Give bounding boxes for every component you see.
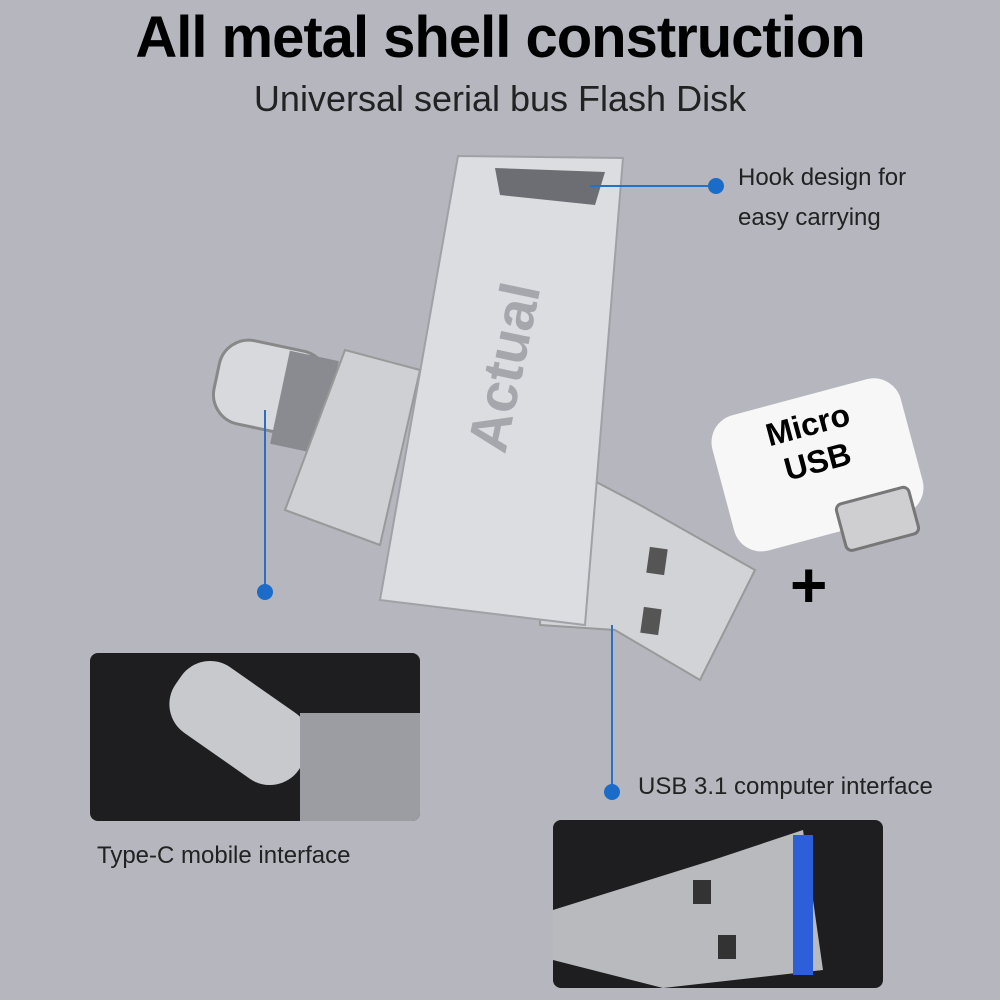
plus-sign: + (790, 549, 828, 621)
hook-label-line2: easy carrying (738, 204, 881, 231)
hook-callout-dot (708, 178, 724, 194)
typec-callout-dot (257, 584, 273, 600)
headline: All metal shell construction (135, 5, 865, 70)
usb-closeup-photo (553, 820, 883, 988)
hook-callout-line (590, 185, 715, 187)
typec-closeup-photo (90, 653, 420, 821)
hook-callout-label: Hook design for easy carrying (738, 158, 906, 238)
usb-callout-line (611, 625, 613, 790)
typec-callout-line (264, 410, 266, 590)
usb-callout-dot (604, 784, 620, 800)
hook-label-line1: Hook design for (738, 164, 907, 191)
subheadline: Universal serial bus Flash Disk (253, 78, 747, 119)
typec-callout-label: Type-C mobile interface (97, 842, 351, 869)
usb-callout-label: USB 3.1 computer interface (638, 773, 933, 800)
